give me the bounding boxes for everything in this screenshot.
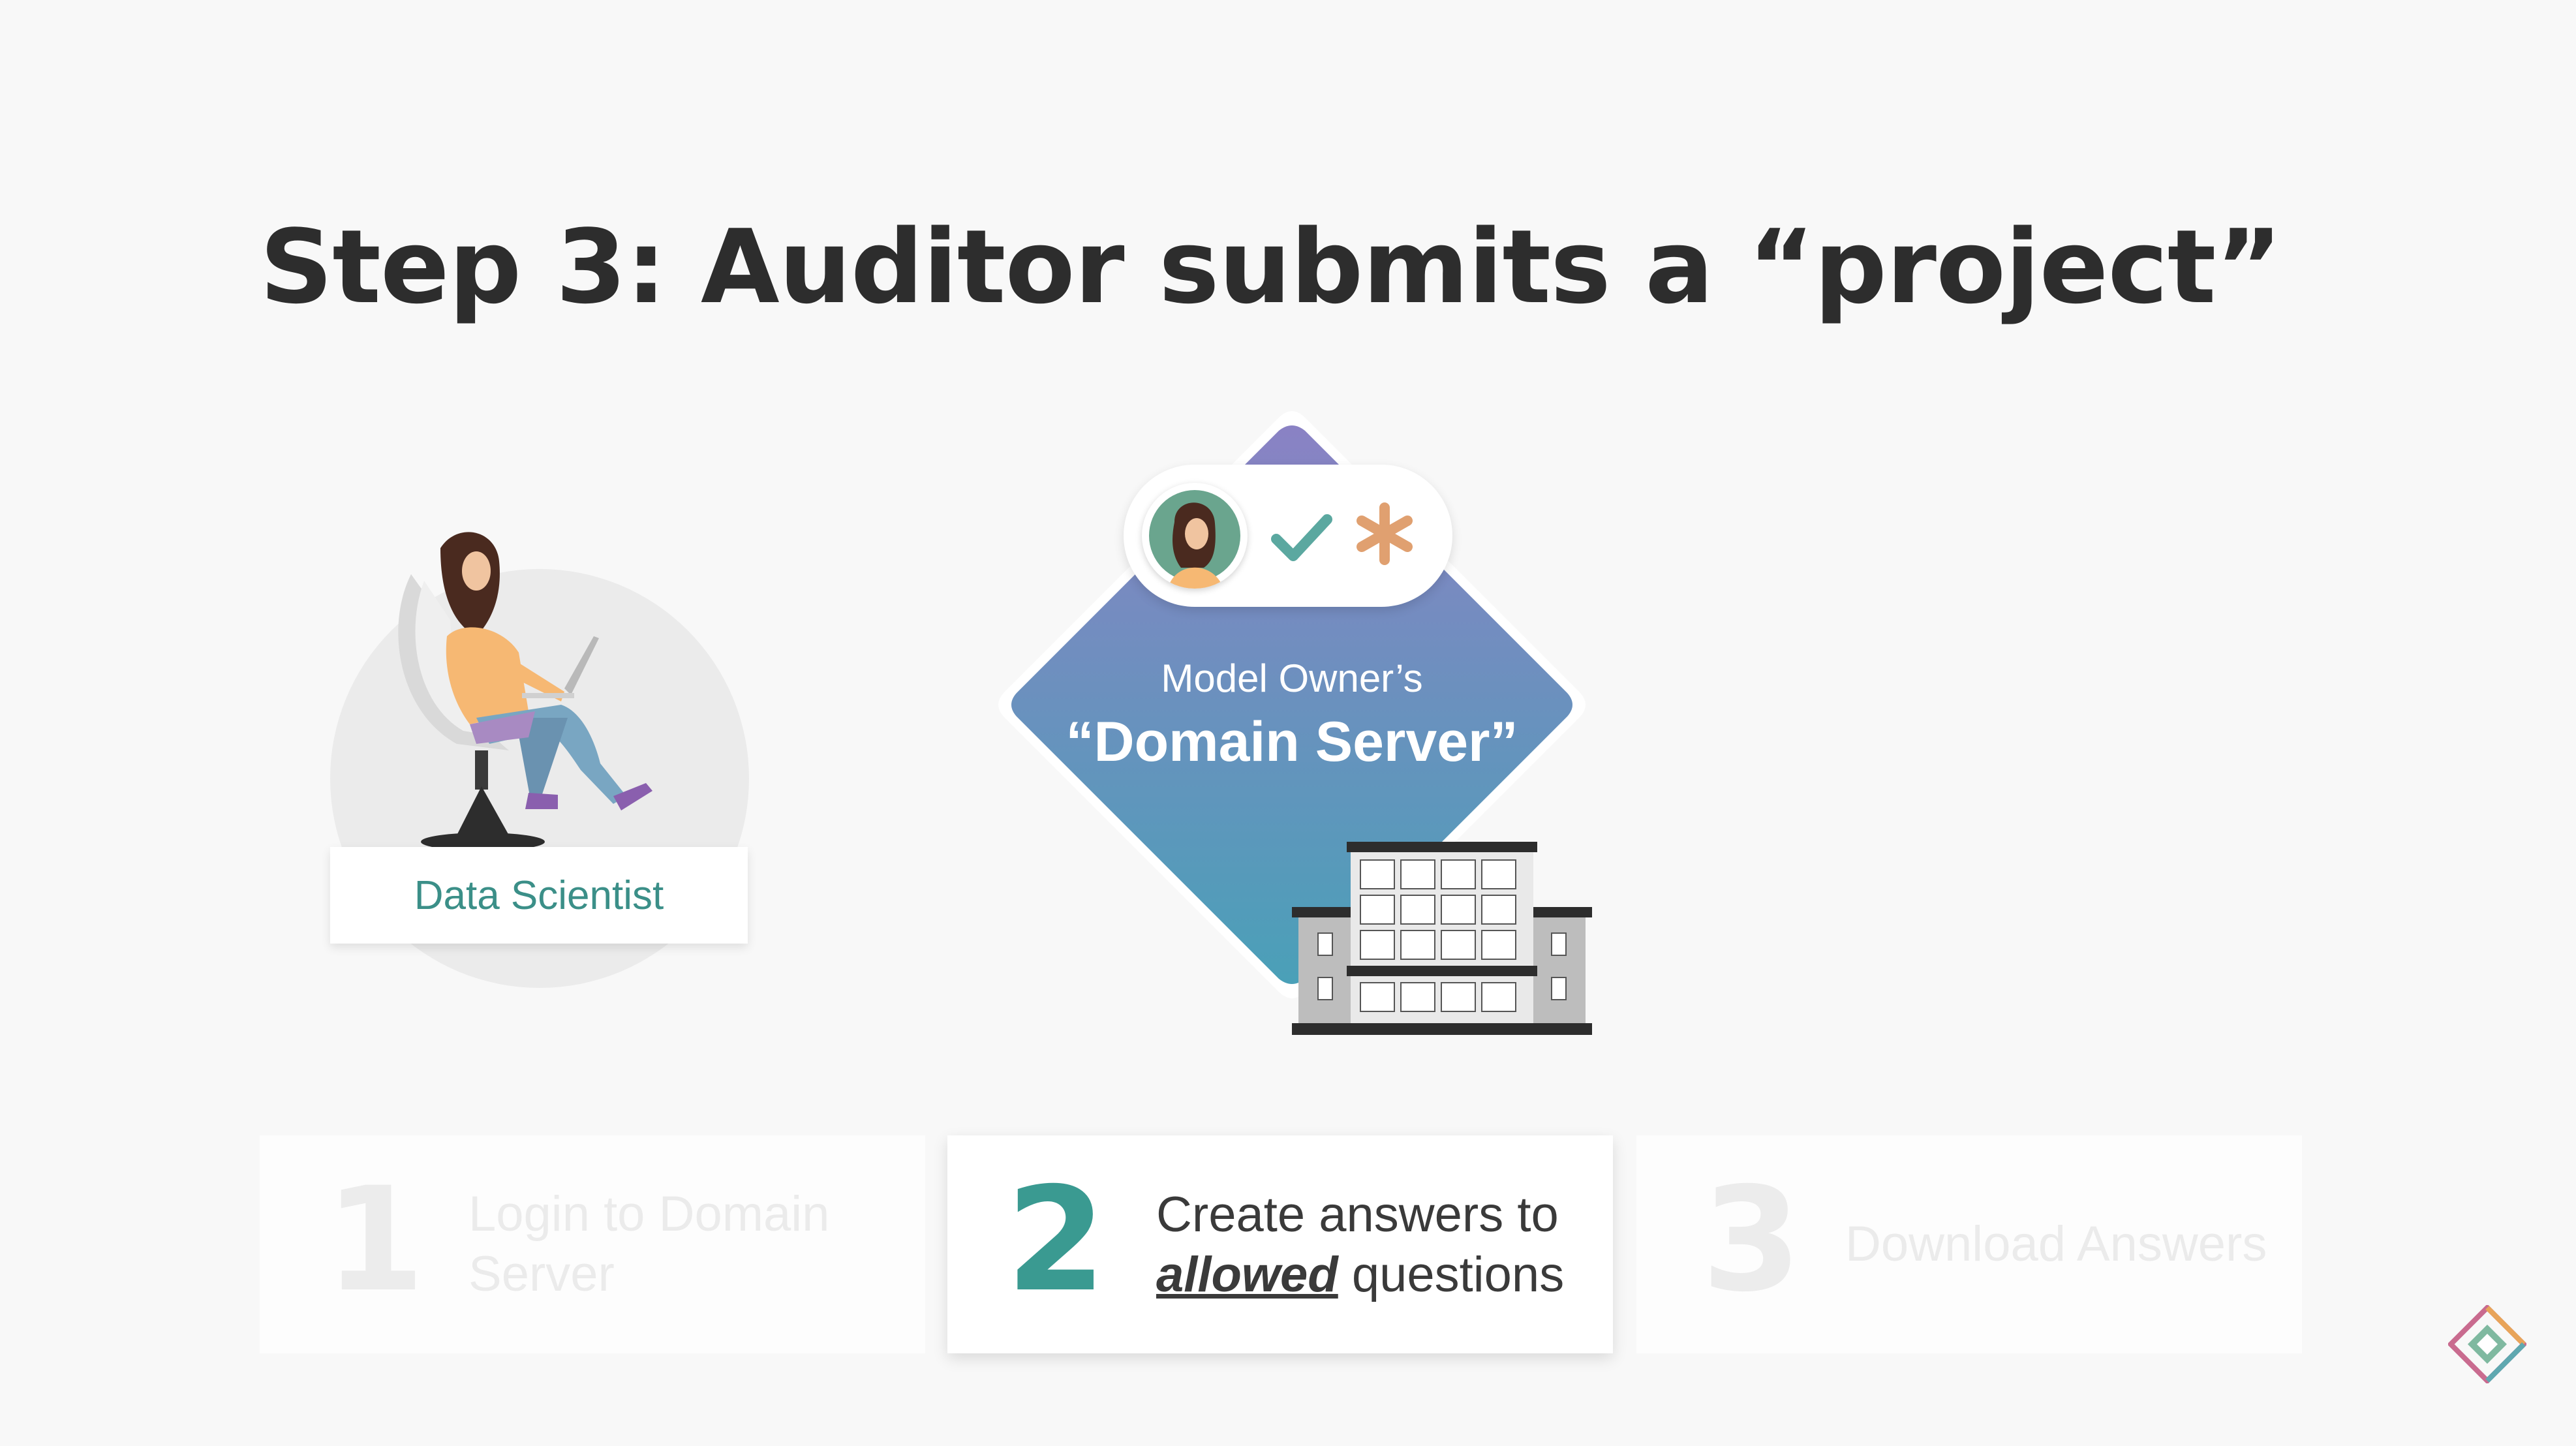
step-text-after: questions: [1351, 1247, 1565, 1302]
domain-owner-label: Model Owner’s: [1161, 656, 1423, 700]
step-text-before: Create answers to: [1156, 1187, 1559, 1242]
data-scientist-illustration: [398, 532, 652, 851]
step-emphasis: allowed: [1156, 1247, 1338, 1302]
data-scientist-label: Data Scientist: [330, 847, 748, 944]
step-text: Download Answers: [1845, 1216, 2267, 1272]
domain-server-name: “Domain Server”: [1066, 711, 1518, 773]
step-card-3: 3 Download Answers: [1636, 1135, 2302, 1353]
user-avatar-icon: [1142, 483, 1248, 589]
checkmark-icon: [1271, 514, 1332, 561]
step-number: 1: [325, 1156, 425, 1323]
asterisk-icon: [1357, 502, 1413, 565]
step-number: 3: [1702, 1156, 1802, 1323]
step-card-1: 1 Login to Domain Server: [260, 1135, 925, 1353]
step-text: Create answers to allowed questions: [1156, 1185, 1600, 1305]
step-card-2: 2 Create answers to allowed questions: [947, 1135, 1613, 1353]
building-icon: [1292, 842, 1592, 1035]
brand-logo-icon: [2448, 1305, 2526, 1383]
step-text: Login to Domain Server: [468, 1186, 830, 1302]
slide-title: Step 3: Auditor submits a “project”: [260, 208, 2282, 326]
step-number: 2: [1006, 1156, 1107, 1323]
permissions-pill: [1124, 465, 1452, 607]
